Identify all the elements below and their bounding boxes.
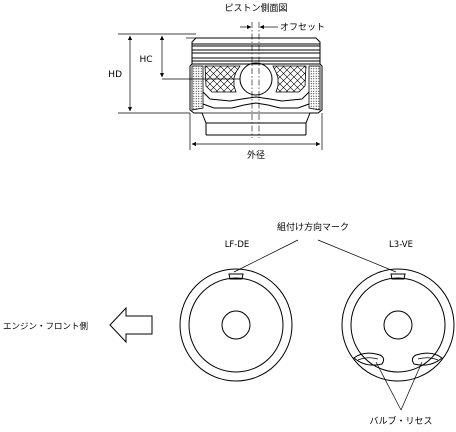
offset-label: オフセット bbox=[280, 22, 325, 33]
valve-recess-right bbox=[411, 352, 443, 366]
engine-front-arrow bbox=[109, 306, 153, 344]
hd-dimension: HD bbox=[108, 33, 196, 114]
hd-label: HD bbox=[108, 70, 122, 80]
diameter-dimension: 外径 bbox=[189, 113, 323, 161]
assembly-leader-left bbox=[233, 239, 299, 273]
piston-side-body bbox=[189, 37, 323, 136]
offset-indicator: オフセット bbox=[240, 22, 325, 33]
diameter-label: 外径 bbox=[247, 149, 265, 161]
piston-top-left bbox=[179, 268, 293, 382]
valve-leader-left bbox=[375, 361, 402, 411]
piston-left-label: LF-DE bbox=[225, 240, 250, 250]
hc-dimension: HC bbox=[139, 35, 196, 80]
hc-label: HC bbox=[139, 55, 152, 65]
piston-right-label: L3-VE bbox=[389, 240, 413, 250]
assembly-mark-label: 組付け方向マーク bbox=[277, 221, 349, 233]
valve-leader-right bbox=[400, 361, 423, 411]
piston-top-right bbox=[341, 268, 455, 382]
side-view-title: ピストン側面図 bbox=[224, 2, 287, 14]
valve-recess-left bbox=[353, 352, 385, 366]
engine-front-label: エンジン・フロント側 bbox=[3, 321, 88, 332]
assembly-leader-right bbox=[317, 239, 397, 273]
valve-recess-label: バルブ・リセス bbox=[369, 415, 432, 427]
